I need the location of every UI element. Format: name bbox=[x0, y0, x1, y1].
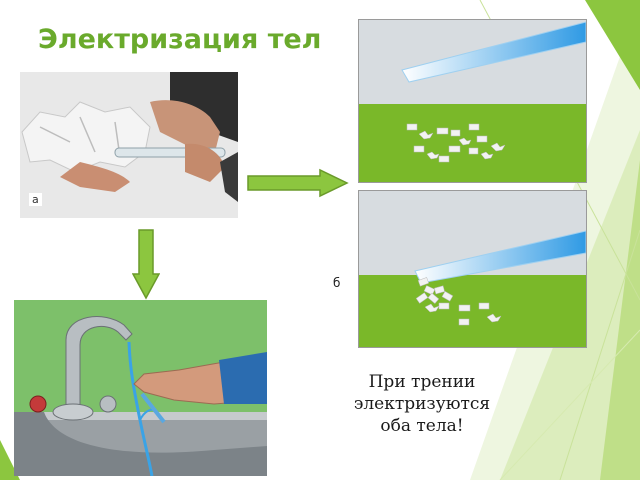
down-arrow-icon bbox=[132, 229, 160, 300]
photo-rubbing-rod bbox=[20, 72, 238, 218]
slide-title: Электризация тел bbox=[38, 24, 322, 55]
caption-line: оба тела! bbox=[380, 416, 464, 436]
diagram-b-label: б bbox=[333, 276, 341, 290]
caption: При трении электризуются оба тела! bbox=[322, 371, 522, 437]
right-arrow-icon bbox=[247, 168, 349, 198]
caption-line: При трении bbox=[368, 372, 476, 392]
caption-line: электризуются bbox=[353, 394, 491, 414]
diagram-rod-above-paper bbox=[358, 19, 587, 183]
diagram-paper-attracted bbox=[358, 190, 587, 348]
photo-a-label: а bbox=[29, 193, 42, 206]
illustration-tap-water bbox=[14, 300, 267, 476]
